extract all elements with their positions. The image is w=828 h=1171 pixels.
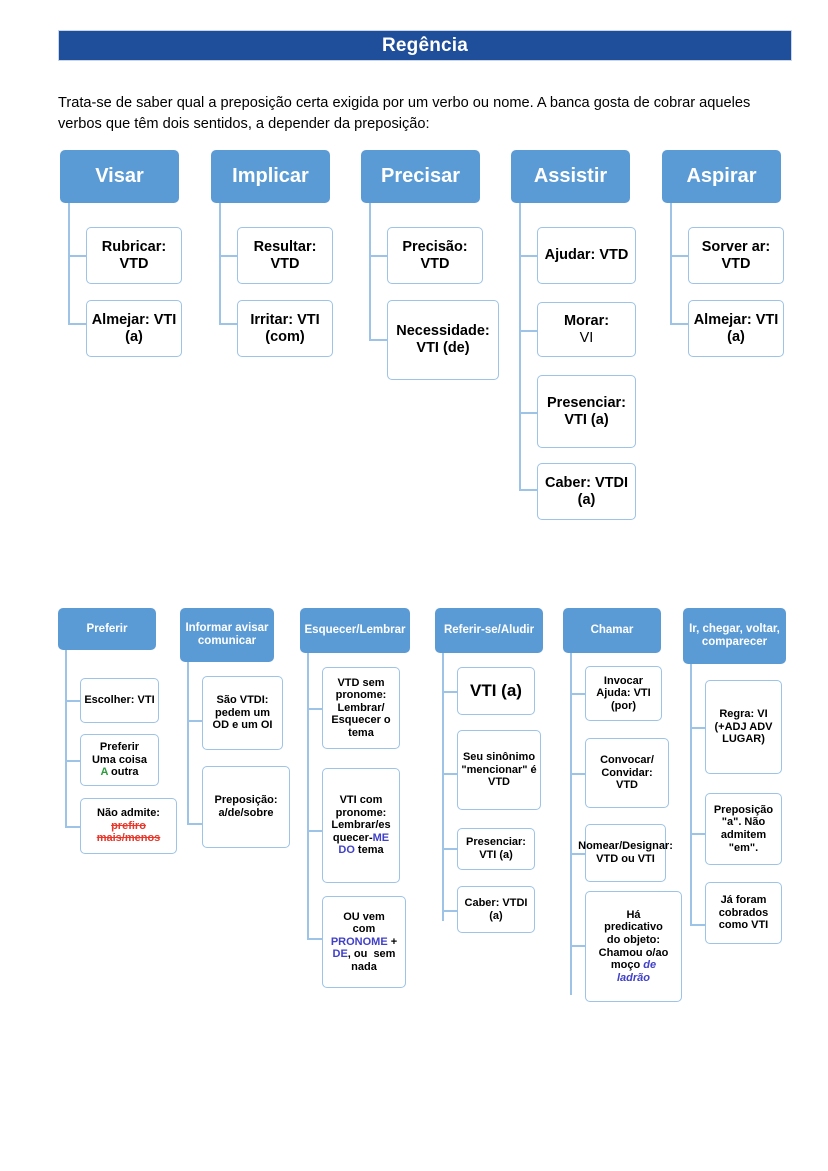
connector-horizontal: [442, 848, 457, 850]
connector-vertical: [670, 203, 672, 324]
node-child-sorver[interactable]: Sorver ar: VTD: [688, 227, 784, 284]
connector-horizontal: [570, 945, 585, 947]
connector-horizontal: [187, 823, 202, 825]
connector-horizontal: [68, 323, 86, 325]
connector-vertical: [369, 203, 371, 340]
node-child-vti-a[interactable]: VTI (a): [457, 667, 535, 715]
node-child-presenciar[interactable]: Presenciar: VTI (a): [537, 375, 636, 448]
connector-horizontal: [442, 910, 457, 912]
connector-horizontal: [519, 412, 537, 414]
connector-vertical: [307, 653, 309, 939]
connector-horizontal: [442, 773, 457, 775]
connector-horizontal: [68, 255, 86, 257]
connector-horizontal: [570, 853, 585, 855]
connector-horizontal: [519, 489, 537, 491]
connector-horizontal: [519, 255, 537, 257]
node-child-preposicao-a[interactable]: Preposição "a". Não admitem "em".: [705, 793, 782, 865]
connector-horizontal: [187, 720, 202, 722]
node-child-necessidade[interactable]: Necessidade: VTI (de): [387, 300, 499, 380]
connector-horizontal: [690, 727, 705, 729]
node-child-almejar[interactable]: Almejar: VTI (a): [86, 300, 182, 357]
node-child-presenciar[interactable]: Presenciar: VTI (a): [457, 828, 535, 870]
connector-vertical: [187, 662, 189, 824]
node-child-caber[interactable]: Caber: VTDI (a): [457, 886, 535, 933]
node-head-precisar[interactable]: Precisar: [361, 150, 480, 203]
connector-vertical: [442, 653, 444, 921]
node-head-chamar[interactable]: Chamar: [563, 608, 661, 653]
node-child-ja-foram-cobrados[interactable]: Já foram cobrados como VTI: [705, 882, 782, 944]
connector-horizontal: [65, 700, 80, 702]
node-child-precisao[interactable]: Precisão: VTD: [387, 227, 483, 284]
node-child-caber[interactable]: Caber: VTDI (a): [537, 463, 636, 520]
connector-horizontal: [65, 826, 80, 828]
node-child-nomear-designar[interactable]: Nomear/Designar: VTD ou VTI: [578, 824, 673, 882]
connector-vertical: [68, 203, 70, 324]
connector-horizontal: [670, 255, 688, 257]
connector-horizontal: [369, 339, 387, 341]
node-child-almejar[interactable]: Almejar: VTI (a): [688, 300, 784, 357]
connector-vertical: [219, 203, 221, 324]
connector-vertical: [570, 653, 572, 995]
connector-horizontal: [219, 323, 237, 325]
page-title: Regência: [381, 34, 469, 56]
node-head-referir-se-aludir[interactable]: Referir-se/Aludir: [435, 608, 543, 653]
connector-horizontal: [307, 708, 322, 710]
connector-vertical: [65, 650, 67, 827]
connector-horizontal: [307, 938, 322, 940]
connector-vertical: [519, 203, 521, 490]
node-head-visar[interactable]: Visar: [60, 150, 179, 203]
node-child-seu-sinonimo[interactable]: Seu sinônimo "mencionar" é VTD: [457, 730, 541, 810]
intro-paragraph: Trata-se de saber qual a preposição cert…: [58, 94, 751, 132]
node-child-ajudar[interactable]: Ajudar: VTD: [537, 227, 636, 284]
connector-horizontal: [570, 693, 585, 695]
node-child-vtd-sem-pronome[interactable]: VTD sem pronome: Lembrar/ Esquecer o tem…: [322, 667, 400, 749]
node-head-informar[interactable]: Informar avisar comunicar: [180, 608, 274, 662]
connector-horizontal: [670, 323, 688, 325]
connector-horizontal: [65, 760, 80, 762]
node-child-rubricar[interactable]: Rubricar: VTD: [86, 227, 182, 284]
connector-horizontal: [307, 830, 322, 832]
node-child-preposicao[interactable]: Preposição: a/de/sobre: [202, 766, 290, 848]
node-head-aspirar[interactable]: Aspirar: [662, 150, 781, 203]
node-child-resultar[interactable]: Resultar: VTD: [237, 227, 333, 284]
connector-horizontal: [442, 691, 457, 693]
node-child-morar[interactable]: Morar:VI: [537, 302, 636, 357]
node-head-preferir[interactable]: Preferir: [58, 608, 156, 650]
node-child-morar-label: Morar:VI: [563, 312, 610, 346]
node-head-esquecer-lembrar[interactable]: Esquecer/Lembrar: [300, 608, 410, 653]
page-title-banner: Regência: [58, 30, 792, 61]
node-child-regra-vi[interactable]: Regra: VI (+ADJ ADV LUGAR): [705, 680, 782, 774]
node-child-invocar-ajuda[interactable]: Invocar Ajuda: VTI (por): [585, 666, 662, 721]
node-child-sao-vtdi[interactable]: São VTDI: pedem um OD e um OI: [202, 676, 283, 750]
node-child-escolher[interactable]: Escolher: VTI: [80, 678, 159, 723]
node-head-implicar[interactable]: Implicar: [211, 150, 330, 203]
connector-horizontal: [690, 924, 705, 926]
node-child-irritar[interactable]: Irritar: VTI (com): [237, 300, 333, 357]
connector-horizontal: [219, 255, 237, 257]
node-head-assistir[interactable]: Assistir: [511, 150, 630, 203]
connector-vertical: [690, 664, 692, 926]
node-head-ir-chegar[interactable]: Ir, chegar, voltar, comparecer: [683, 608, 786, 664]
connector-horizontal: [369, 255, 387, 257]
connector-horizontal: [519, 330, 537, 332]
connector-horizontal: [570, 773, 585, 775]
connector-horizontal: [690, 833, 705, 835]
node-child-convocar-convidar[interactable]: Convocar/ Convidar: VTD: [585, 738, 669, 808]
